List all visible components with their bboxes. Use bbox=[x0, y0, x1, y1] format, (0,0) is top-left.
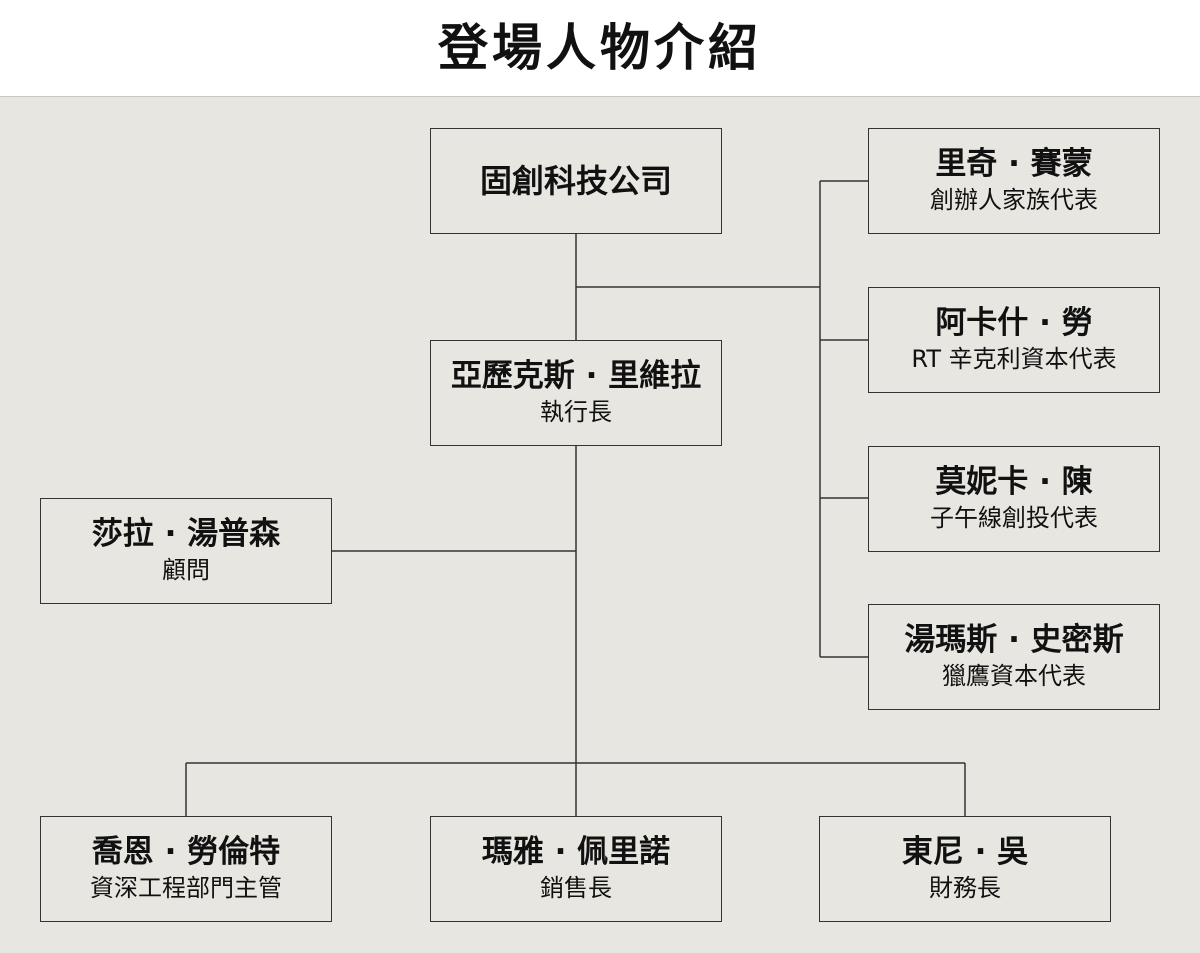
advisor-box: 莎拉 · 湯普森 顧問 bbox=[40, 498, 332, 604]
report-name: 東尼 · 吳 bbox=[901, 834, 1029, 871]
board-member-name: 湯瑪斯 · 史密斯 bbox=[904, 622, 1124, 659]
advisor-role: 顧問 bbox=[162, 556, 210, 585]
board-member-box: 阿卡什 · 勞 RT 辛克利資本代表 bbox=[868, 287, 1160, 393]
company-box: 固創科技公司 bbox=[430, 128, 722, 234]
board-member-role: RT 辛克利資本代表 bbox=[911, 345, 1117, 374]
report-role: 資深工程部門主管 bbox=[90, 874, 282, 903]
board-member-name: 莫妮卡 · 陳 bbox=[935, 464, 1093, 501]
report-name: 喬恩 · 勞倫特 bbox=[91, 834, 281, 871]
board-member-box: 莫妮卡 · 陳 子午線創投代表 bbox=[868, 446, 1160, 552]
company-name: 固創科技公司 bbox=[479, 162, 672, 200]
ceo-role: 執行長 bbox=[540, 398, 612, 427]
board-member-role: 子午線創投代表 bbox=[930, 504, 1098, 533]
report-role: 銷售長 bbox=[540, 874, 612, 903]
ceo-box: 亞歷克斯 · 里維拉 執行長 bbox=[430, 340, 722, 446]
board-member-box: 湯瑪斯 · 史密斯 獵鷹資本代表 bbox=[868, 604, 1160, 710]
report-role: 財務長 bbox=[929, 874, 1001, 903]
report-box: 瑪雅 · 佩里諾 銷售長 bbox=[430, 816, 722, 922]
board-member-name: 里奇 · 賽蒙 bbox=[935, 146, 1093, 183]
report-name: 瑪雅 · 佩里諾 bbox=[481, 834, 671, 871]
title-bar: 登場人物介紹 bbox=[0, 0, 1200, 97]
board-member-box: 里奇 · 賽蒙 創辦人家族代表 bbox=[868, 128, 1160, 234]
board-member-name: 阿卡什 · 勞 bbox=[935, 305, 1093, 342]
report-box: 喬恩 · 勞倫特 資深工程部門主管 bbox=[40, 816, 332, 922]
board-member-role: 創辦人家族代表 bbox=[930, 186, 1098, 215]
advisor-name: 莎拉 · 湯普森 bbox=[91, 516, 281, 553]
report-box: 東尼 · 吳 財務長 bbox=[819, 816, 1111, 922]
page-title: 登場人物介紹 bbox=[438, 19, 762, 77]
board-member-role: 獵鷹資本代表 bbox=[942, 662, 1086, 691]
ceo-name: 亞歷克斯 · 里維拉 bbox=[450, 358, 702, 395]
